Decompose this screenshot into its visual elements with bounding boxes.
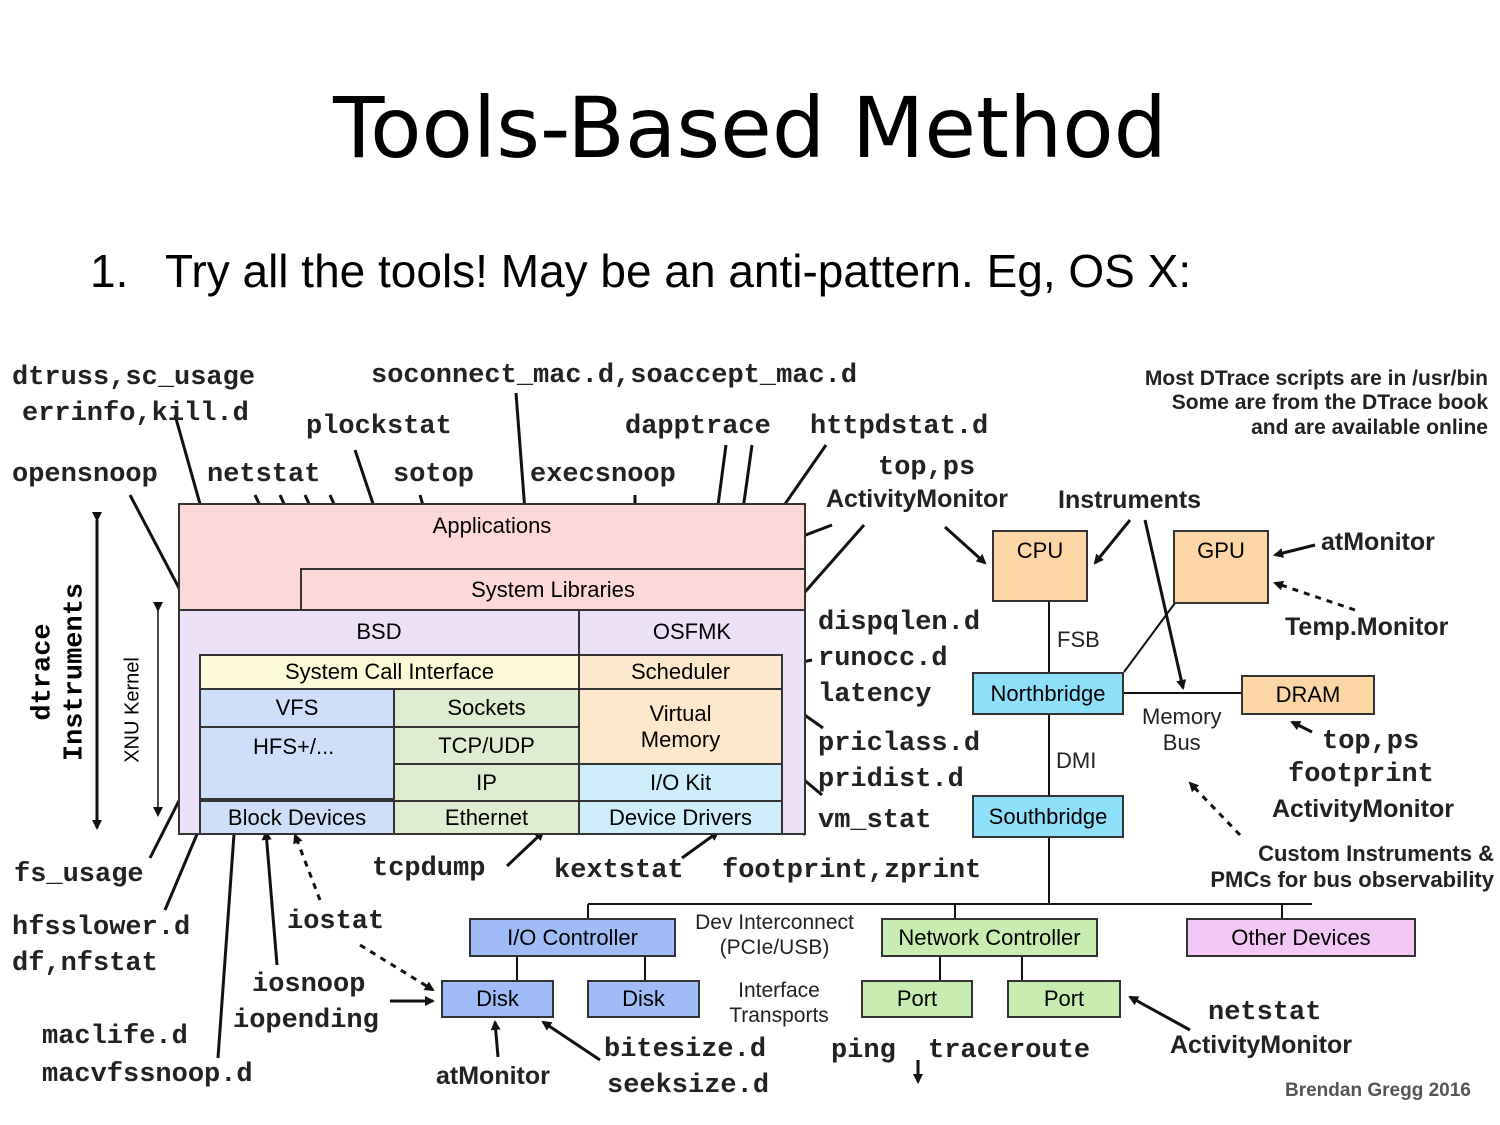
tool-vm-stat: vm_stat [818,806,932,836]
tool-errinfo: errinfo,kill.d [22,399,249,429]
dram-box: DRAM [1241,675,1375,715]
tool-pridist: pridist.d [818,765,964,795]
tool-activity-monitor: ActivityMonitor [826,485,1008,513]
tool-top-ps-dram: top,ps [1322,727,1420,757]
tool-dtruss: dtruss,sc_usage [12,363,256,393]
tool-iopending: iopending [233,1006,379,1036]
disk-box-1: Disk [441,980,554,1018]
tool-bitesize: bitesize.d [604,1035,767,1065]
port-box-2: Port [1007,980,1121,1018]
tool-plockstat: plockstat [306,412,452,442]
tool-traceroute: traceroute [928,1036,1091,1066]
tool-soconnect: soconnect_mac.d,soaccept_mac.d [371,361,858,391]
tool-instruments: Instruments [1058,486,1202,514]
io-controller-box: I/O Controller [469,918,676,957]
cpu-box: CPU [992,530,1088,602]
tool-hfsslower: hfsslower.d [12,913,191,943]
bullet-point: 1. Try all the tools! May be an anti-patt… [90,244,1191,298]
io-kit-layer: I/O Kit [578,763,783,802]
tool-tcpdump: tcpdump [372,854,486,884]
tool-httpdstat: httpdstat.d [810,412,989,442]
tool-footprint-zprint: footprint,zprint [722,856,982,886]
tool-seeksize: seeksize.d [607,1071,770,1101]
tool-netstat: netstat [207,460,321,490]
device-drivers-layer: Device Drivers [578,800,783,835]
tool-maclife: maclife.d [42,1022,188,1052]
ethernet-layer: Ethernet [393,800,580,835]
bullet-text: Try all the tools! May be an anti-patter… [165,245,1192,297]
dmi-label: DMI [1056,748,1097,773]
interface-transports-label: Interface Transports [729,979,829,1028]
other-devices-box: Other Devices [1186,918,1416,957]
syscall-interface-layer: System Call Interface [199,654,580,690]
dev-interconnect-label: Dev Interconnect (PCIe/USB) [695,911,854,960]
tool-execsnoop: execsnoop [530,460,676,490]
tool-atmonitor-disk: atMonitor [436,1062,550,1090]
network-controller-box: Network Controller [881,918,1098,957]
scheduler-layer: Scheduler [578,654,783,690]
sockets-layer: Sockets [393,688,580,728]
disk-box-2: Disk [587,980,700,1018]
tool-sotop: sotop [393,460,475,490]
tool-atmonitor-gpu: atMonitor [1321,528,1435,556]
vfs-layer: VFS [199,688,395,728]
northbridge-box: Northbridge [972,672,1124,715]
hfs-layer: HFS+/... [199,726,395,800]
tool-activity-monitor-dram: ActivityMonitor [1272,795,1454,823]
tool-runocc: runocc.d [818,644,948,674]
tool-activity-monitor-port: ActivityMonitor [1170,1031,1352,1059]
tool-iostat: iostat [287,907,385,937]
system-libraries-layer: System Libraries [300,568,806,611]
credit-label: Brendan Gregg 2016 [1285,1080,1471,1101]
port-box-1: Port [861,980,973,1018]
tool-netstat-port: netstat [1208,998,1322,1028]
tool-latency: latency [818,680,932,710]
bullet-number: 1. [90,245,129,297]
tool-iosnoop: iosnoop [252,970,366,1000]
tool-dapptrace: dapptrace [625,412,771,442]
tool-kextstat: kextstat [554,856,684,886]
tool-top-ps: top,ps [878,453,976,483]
gpu-box: GPU [1173,530,1269,604]
tool-footprint-dram: footprint [1288,760,1434,790]
tool-macvfssnoop: macvfssnoop.d [42,1060,253,1090]
tool-opensnoop: opensnoop [12,460,158,490]
tool-priclass: priclass.d [818,729,981,759]
tool-temp-monitor: Temp.Monitor [1285,613,1449,641]
tool-fs-usage: fs_usage [14,860,144,890]
fsb-label: FSB [1057,627,1100,652]
southbridge-box: Southbridge [972,795,1124,838]
dtrace-scripts-note: Most DTrace scripts are in /usr/bin Some… [1144,367,1488,439]
tool-dispqlen: dispqlen.d [818,608,981,638]
ip-layer: IP [393,763,580,802]
block-devices-layer: Block Devices [199,800,395,835]
tool-df-nfstat: df,nfstat [12,949,158,979]
tcp-udp-layer: TCP/UDP [393,726,580,765]
custom-instruments-note: Custom Instruments & PMCs for bus observ… [1210,841,1494,892]
memory-bus-label: Memory Bus [1142,704,1222,756]
slide-title: Tools-Based Method [333,79,1167,177]
virtual-memory-layer: Virtual Memory [578,688,783,765]
tool-ping: ping [831,1036,896,1066]
